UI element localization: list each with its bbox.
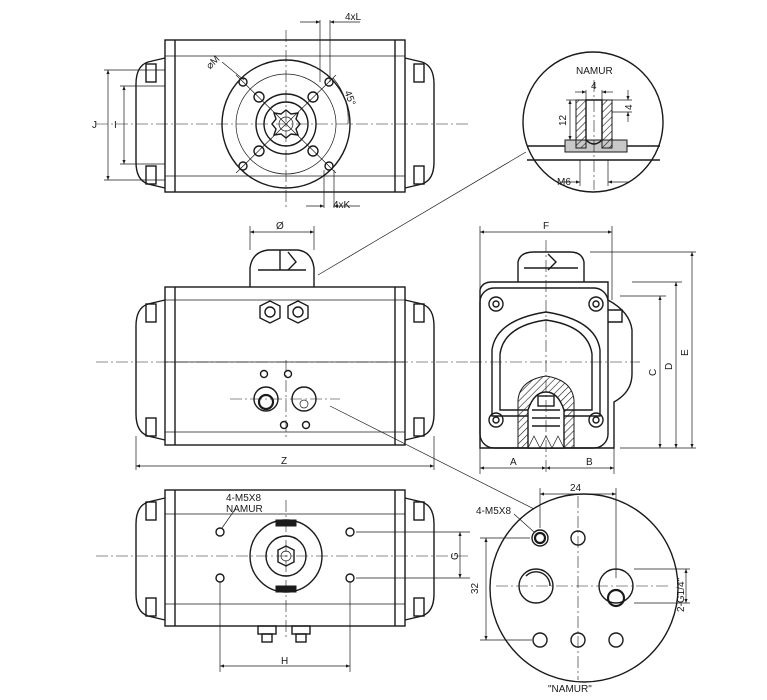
detail-label-namur: "NAMUR" [548, 684, 592, 695]
label-F: F [543, 221, 549, 232]
flange-holes [238, 77, 334, 171]
namur-dim-4-right: 4 [624, 104, 635, 110]
detail-label-4-m5x8: 4-M5X8 [476, 506, 511, 517]
bottom-label-4-m5x8: 4-M5X8 [226, 493, 261, 504]
label-D: D [664, 363, 675, 370]
label-E: E [680, 349, 691, 356]
label-4xL: 4xL [345, 12, 362, 23]
bottom-label-namur: NAMUR [226, 504, 263, 515]
top-view: 4xL 4xK ⌀M 45° J I [92, 12, 470, 211]
namur-dim-M6: M6 [557, 177, 571, 188]
label-Z: Z [281, 456, 287, 467]
namur-dim-12: 12 [558, 114, 569, 126]
namur-dim-4-top: 4 [591, 81, 597, 92]
detail-label-2-g14: 2-G1/4" [676, 577, 687, 612]
label-B: B [586, 457, 593, 468]
label-front-diam: Ø [276, 221, 284, 232]
bottom-view: 4-M5X8 NAMUR G H [96, 489, 470, 672]
namur-pad-detail: 4-M5X8 24 32 2-G1/4" "NAMUR" [470, 483, 690, 695]
label-I: I [114, 120, 117, 131]
side-view: F A B C D E [470, 221, 696, 475]
label-G: G [450, 552, 461, 560]
label-4xK: 4xK [333, 200, 351, 211]
front-view: Ø Z [96, 221, 541, 513]
detail-label-32: 32 [470, 582, 481, 594]
namur-title: NAMUR [576, 66, 613, 77]
label-H: H [281, 656, 288, 667]
label-45deg: 45° [342, 89, 358, 107]
label-C: C [648, 369, 659, 376]
detail-label-24: 24 [570, 483, 582, 494]
label-diam-M: ⌀M [204, 54, 222, 72]
namur-detail: NAMUR 4 4 12 M6 [317, 51, 664, 276]
label-A: A [510, 457, 517, 468]
label-J: J [92, 120, 97, 131]
